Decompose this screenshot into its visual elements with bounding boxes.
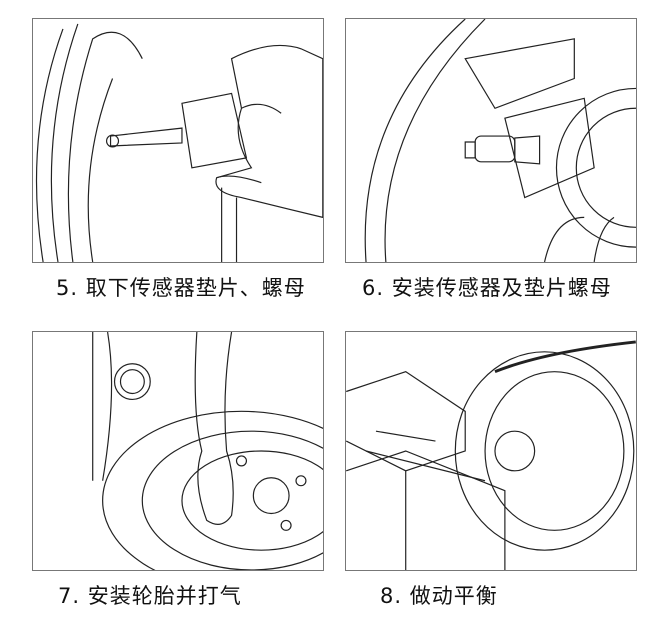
step5-illustration: [32, 18, 324, 263]
step7-caption: 7. 安装轮胎并打气: [58, 584, 242, 608]
step5-caption: 5. 取下传感器垫片、螺母: [56, 276, 306, 300]
step6-illustration: [345, 18, 637, 263]
step6-caption: 6. 安装传感器及垫片螺母: [362, 276, 612, 300]
step8-caption: 8. 做动平衡: [380, 584, 498, 608]
step7-illustration: [32, 331, 324, 571]
step8-illustration: [345, 331, 637, 571]
